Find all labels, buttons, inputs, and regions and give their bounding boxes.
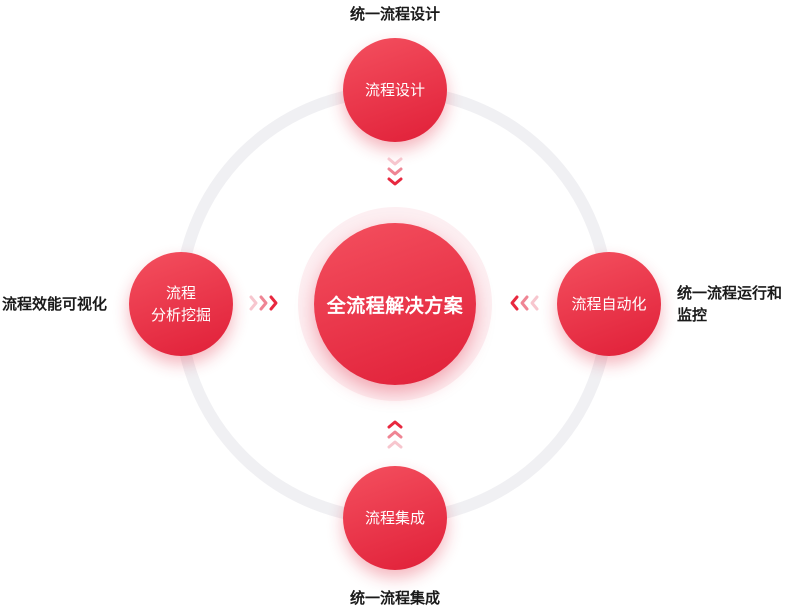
caption-top: 统一流程设计 [349, 5, 440, 23]
node-process-design-label: 流程设计 [364, 81, 425, 99]
chevron-up-triple-icon [387, 420, 403, 449]
node-process-design: 流程设计 [343, 38, 447, 142]
chevron-down-triple-icon [387, 157, 403, 186]
node-process-analysis: 流程 分析挖掘 [129, 252, 233, 356]
chevron-left-triple-icon [510, 295, 539, 311]
node-process-integration-label: 流程集成 [364, 509, 425, 527]
node-process-analysis-label-line2: 分析挖掘 [150, 306, 211, 324]
caption-bottom: 统一流程集成 [349, 589, 440, 607]
caption-right: 统一流程运行和监控 [677, 284, 783, 324]
node-process-integration: 流程集成 [343, 466, 447, 570]
node-process-analysis-label-line1: 流程 [165, 284, 196, 302]
chevron-right-triple-icon [249, 295, 278, 311]
center-node: 全流程解决方案 [314, 223, 476, 385]
center-node-label: 全流程解决方案 [326, 294, 464, 317]
caption-left: 流程效能可视化 [2, 295, 108, 313]
node-process-automation: 流程自动化 [557, 252, 661, 356]
node-process-automation-label: 流程自动化 [571, 295, 647, 313]
